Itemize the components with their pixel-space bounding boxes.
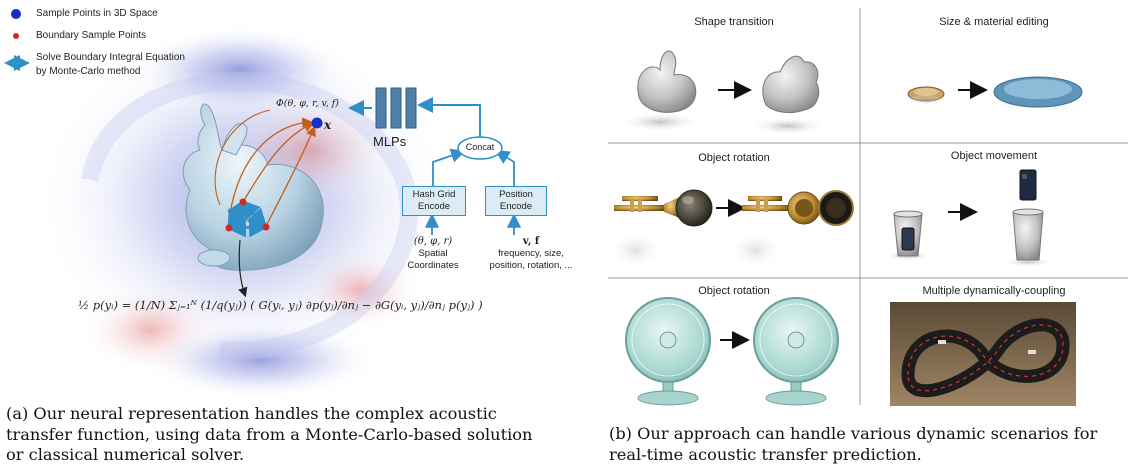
hash-grid-line2: Encode — [417, 201, 451, 212]
cell-title-size-material: Size & material editing — [939, 16, 1049, 28]
caption-b-line2: real-time acoustic transfer prediction. — [609, 444, 922, 464]
caption-a: (a) Our neural representation handles th… — [6, 404, 602, 466]
cell-title-object-rotation-2: Object rotation — [698, 285, 770, 297]
legend-solve-line2: by Monte-Carlo method — [36, 66, 141, 77]
caption-a-line3: or classical numerical solver. — [6, 445, 245, 464]
param-symbols: v, f — [522, 236, 540, 247]
hash-grid-encode-box: Hash Grid Encode — [402, 186, 466, 216]
position-encode-box: Position Encode — [485, 186, 547, 216]
plate-scene — [904, 76, 1086, 111]
right-figure-panel: Shape transition Size & material editing… — [608, 0, 1128, 410]
boundary-integral-equation: ½ p(yᵢ) = (1/N) Σⱼ₌₁ᴺ (1/q(yⱼ)) ( G(yᵢ, … — [78, 298, 483, 312]
position-line2: Encode — [499, 201, 533, 212]
mlps-label: MLPs — [373, 134, 407, 149]
boundary-point — [262, 223, 270, 231]
concat-node — [457, 136, 503, 160]
equation-arrow — [238, 239, 248, 298]
spatial-line2: Coordinates — [407, 260, 459, 271]
param-line1: frequency, size, — [498, 248, 564, 259]
pos-to-concat-arrow — [494, 150, 515, 186]
boundary-arc-3 — [265, 125, 316, 227]
caption-b: (b) Our approach can handle various dyna… — [609, 424, 1128, 465]
bunny-model — [182, 103, 324, 271]
caption-b-line1: (b) Our approach can handle various dyna… — [609, 424, 1098, 443]
shape-transition-scene — [618, 50, 828, 135]
legend-sample-points: Sample Points in 3D Space — [36, 8, 158, 19]
racetrack-scene — [890, 302, 1076, 406]
cell-title-shape-transition: Shape transition — [694, 16, 774, 28]
hash-to-concat-arrow — [432, 148, 466, 186]
spatial-symbols: (θ, φ, r) — [413, 236, 453, 247]
hash-grid-line1: Hash Grid — [412, 189, 456, 200]
sample-point-x — [311, 117, 323, 129]
spatial-inputs: (θ, φ, r) Spatial Coordinates — [396, 236, 470, 272]
acoustic-field-illustration — [4, 9, 522, 400]
fan-rotation-scene — [625, 297, 839, 406]
boundary-point — [225, 224, 233, 232]
boundary-arc-2 — [242, 122, 315, 203]
trumpet-rotation-scene — [608, 189, 854, 270]
monte-carlo-triangle — [226, 198, 269, 238]
caption-a-line1: (a) Our neural representation handles th… — [6, 404, 497, 423]
position-line1: Position — [499, 189, 533, 200]
scenario-grid — [608, 8, 1128, 406]
spatial-line1: Spatial — [418, 248, 448, 259]
legend-red-dot-icon — [13, 33, 19, 39]
cell-title-object-rotation-1: Object rotation — [698, 152, 770, 164]
caption-a-line2: transfer function, using data from a Mon… — [6, 424, 533, 444]
cell-title-object-movement: Object movement — [950, 150, 1038, 162]
left-figure-panel: Sample Points in 3D Space Boundary Sampl… — [0, 0, 600, 400]
cell-title-multiple-coupling: Multiple dynamically-coupling — [922, 285, 1066, 297]
legend-boundary-points: Boundary Sample Points — [36, 30, 147, 41]
boundary-arc-4 — [214, 109, 271, 206]
phi-label: Φ(θ, φ, r, v, f) — [276, 98, 339, 109]
param-line2: position, rotation, ... — [489, 260, 573, 271]
mlp-blocks — [375, 87, 417, 129]
concat-to-mlp-arrow — [417, 97, 481, 139]
legend-blue-dot-icon — [11, 9, 21, 19]
x-label: x — [324, 118, 332, 132]
parameter-inputs: v, f frequency, size, position, rotation… — [476, 236, 586, 272]
legend-solve-line1: Solve Boundary Integral Equation — [36, 52, 185, 63]
cup-movement-scene — [884, 169, 1054, 267]
concat-label: Concat — [465, 142, 495, 152]
boundary-point — [239, 198, 247, 206]
